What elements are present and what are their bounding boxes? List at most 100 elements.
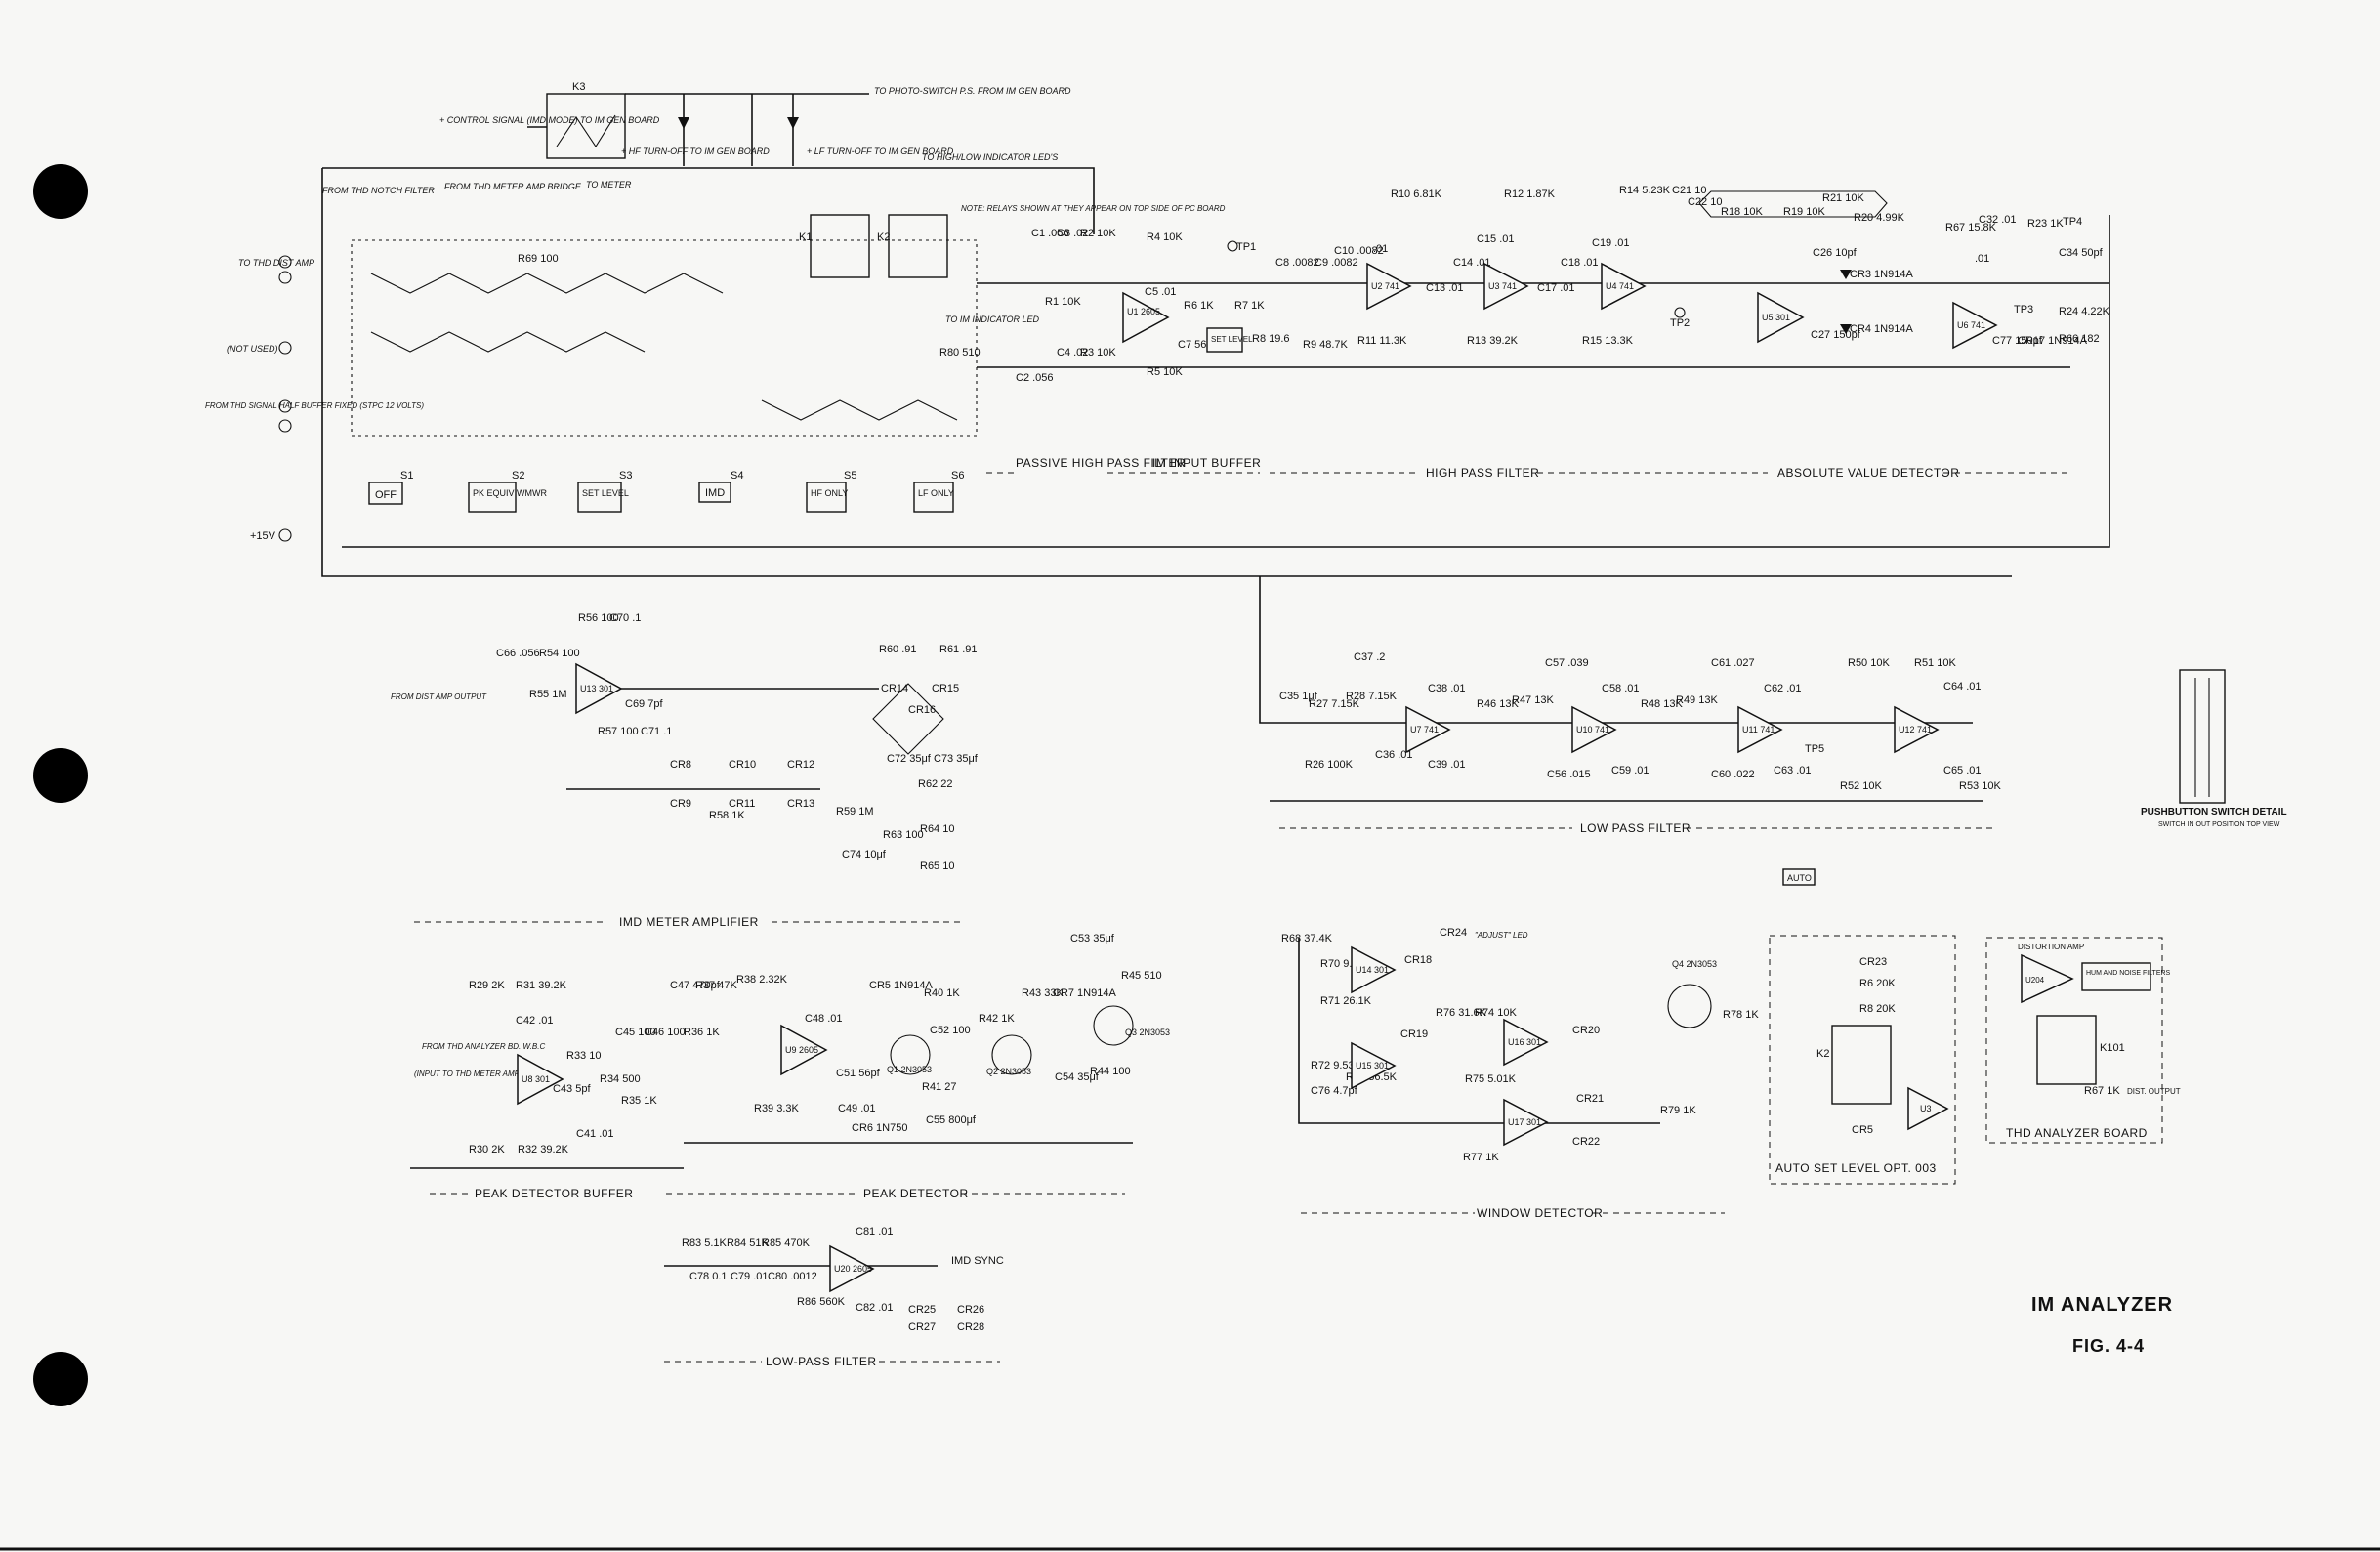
cr19-label: CR19 [1400,1028,1428,1040]
opamp-u20 [829,1244,875,1293]
bridge-rectifier [872,683,944,755]
r64b-label: R64 10 [920,823,954,835]
r61-label: R61 .91 [939,644,978,655]
c57-label: C57 .039 [1545,657,1589,669]
opamp-u9 [780,1024,828,1076]
cr21-label: CR21 [1576,1093,1604,1105]
c8-label: C8 .0082 [1275,257,1319,269]
r40-label: R40 1K [924,987,960,999]
r37-label: R37 47K [695,980,737,991]
pushbutton-row: OFF S1 PK EQUIV WMWR S2 SET LEVEL S3 IMD… [368,470,964,513]
c19-label: C19 .01 [1592,237,1630,249]
set-level-box [1206,327,1243,353]
c36-label: C36 .01 [1375,749,1413,761]
c48-label: C48 .01 [805,1013,843,1025]
c4-label: C4 .02 [1057,347,1088,358]
switch-matrix: FROM THD NOTCH FILTER FROM THD METER AMP… [322,180,978,437]
q3-label: Q3 2N3053 [1125,1028,1170,1037]
switch-s4-ref: S4 [731,470,743,482]
r33-label: R33 10 [566,1050,601,1062]
switch-wiring-2 [370,331,646,353]
r77-label: R77 1K [1463,1152,1499,1163]
switch-s3-label: SET LEVEL [582,488,629,498]
distortion-amp [2021,953,2074,1004]
opamp-u7 [1405,705,1451,754]
r8b-label: R8 20K [1859,1003,1896,1015]
switch-s4-label: IMD [705,487,725,499]
u6-label: U6 741 [1957,320,1985,330]
r76-label: R76 31.6K [1436,1007,1487,1019]
to-meter-label: TO METER [586,180,632,189]
r9-label: R9 48.7K [1303,339,1349,351]
c39-label: C39 .01 [1428,759,1466,771]
switch-wiring-3 [761,399,958,421]
c41-label: C41 .01 [576,1128,614,1140]
peak-detector-label: PEAK DETECTOR [863,1187,969,1200]
r52-label: R52 10K [1840,780,1882,792]
c42-label: C42 .01 [516,1015,554,1027]
r60-label: R60 .91 [879,644,917,655]
u11-label: U11 741 [1742,725,1775,734]
auto-label: AUTO [1787,873,1812,883]
switch-s1-label: OFF [375,489,397,501]
r45-label: R45 510 [1121,970,1162,982]
c37-label: C37 .2 [1354,651,1385,663]
r67b-label: R67 1K [2084,1085,2120,1097]
r83-label: R83 5.1K [682,1237,728,1249]
hf-turnoff-label: + HF TURN-OFF TO IM GEN BOARD [621,147,770,156]
opamp-u3-auto [1907,1086,1949,1131]
opamp-u13 [575,662,623,715]
tp2-marker [1674,307,1686,318]
relay-k1 [810,214,870,278]
u10-label: U10 741 [1576,725,1609,734]
c73-label: C73 35μf [934,753,979,765]
connector-pin [278,528,292,542]
u8-label: U8 301 [522,1074,550,1084]
r14-label: R14 5.23K [1619,185,1671,196]
r15-label: R15 13.3K [1582,335,1634,347]
imd-meter-amplifier-label: IMD METER AMPLIFIER [619,915,759,929]
passive-hpf-text: PASSIVE HIGH PASS FILTER [1016,456,1186,470]
switch-s2-ref: S2 [512,470,524,482]
r55-label: R55 1M [529,689,567,700]
cr20-label: CR20 [1572,1025,1600,1036]
tp3-label: TP3 [2014,304,2033,315]
abs-detector-enclosure [1698,190,1888,218]
c65-label: C65 .01 [1943,765,1982,776]
relay-note: NOTE: RELAYS SHOWN AT THEY APPEAR ON TOP… [961,204,1226,213]
r78-label: R78 1K [1723,1009,1759,1021]
cr9-label: CR9 [670,798,691,810]
switch-s2-label: PK EQUIV WMWR [473,488,547,498]
opamp-u1 [1122,291,1170,344]
relays-k1-k2: K1 K2 NOTE: RELAYS SHOWN AT THEY APPEAR … [799,204,1226,358]
c63-label: C63 .01 [1774,765,1812,776]
c10-label: C10 .0082 [1334,245,1384,257]
r6b-label: R6 20K [1859,978,1896,989]
r43-label: R43 33K [1022,987,1064,999]
cr4-label: CR4 1N914A [1850,323,1913,335]
u17-label: U17 301 [1508,1117,1541,1127]
k3-contacts [556,114,616,148]
top-bus-wire [322,167,1095,234]
c30-label: .01 [1975,253,1989,265]
bottom-low-pass-filter: R83 5.1K R84 51K R85 470K C78 0.1 C79 .0… [664,1226,1004,1368]
c71-label: C71 .1 [641,726,672,737]
c22-label: C22 10 [1688,196,1722,208]
cr27-label: CR27 [908,1321,936,1333]
r32-label: R32 39.2K [518,1144,569,1155]
high-low-indicator-label: TO HIGH/LOW INDICATOR LED'S [922,152,1058,162]
r20-label: R20 4.99K [1854,212,1905,224]
cr3-label: CR3 1N914A [1850,269,1913,280]
c13-label: C13 .01 [1426,282,1464,294]
c35-label: C35 1μf [1279,691,1318,702]
switch-s1-box [368,482,403,505]
relay-k2-auto [1831,1025,1892,1105]
opamp-u16 [1503,1018,1549,1067]
transistor-q1 [890,1034,931,1075]
r74-label: R74 10K [1475,1007,1517,1019]
u2-label: U2 741 [1371,281,1399,291]
connector-pin [278,419,292,433]
cr6-label: CR6 1N750 [852,1122,907,1134]
relay-k3-block: K3 + CONTROL SIGNAL (IMD MODE) TO IM GEN… [439,81,660,159]
not-used-label: (NOT USED) [227,344,278,354]
